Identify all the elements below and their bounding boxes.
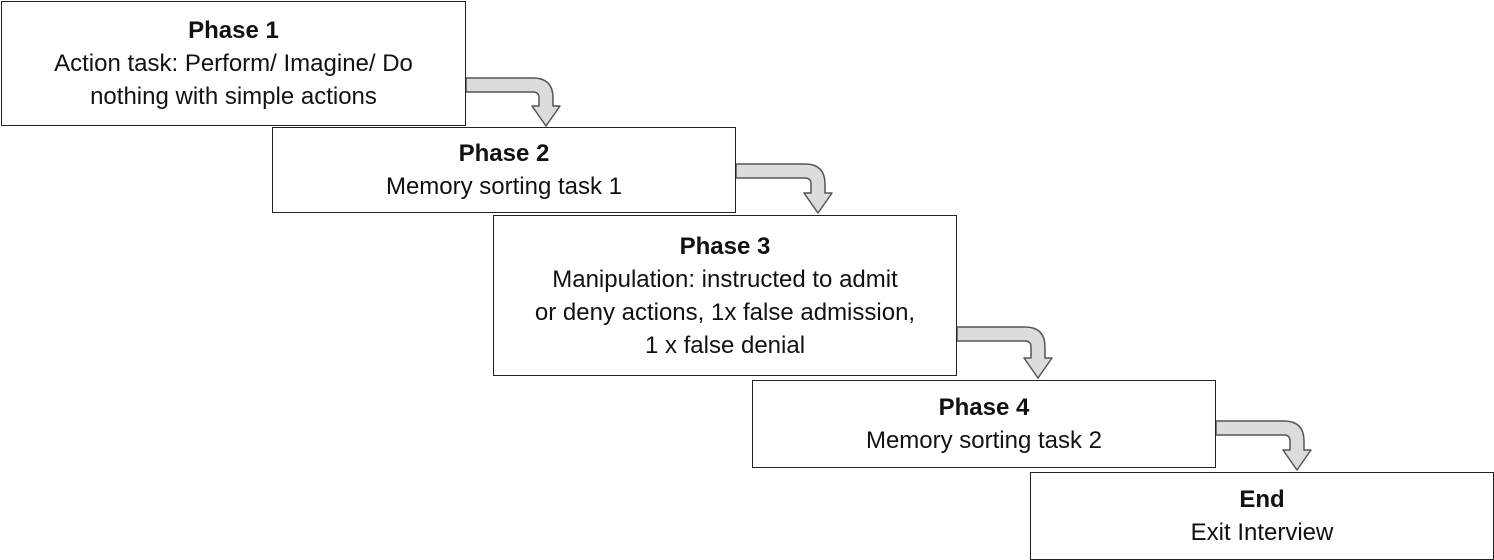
- phase-1-box: Phase 1 Action task: Perform/ Imagine/ D…: [1, 1, 466, 126]
- end-line-1: Exit Interview: [1190, 519, 1334, 546]
- end-box: End Exit Interview: [1030, 472, 1494, 560]
- phase-3-title: Phase 3: [679, 232, 771, 260]
- phase-1-title: Phase 1: [188, 17, 279, 44]
- phase-3-line-3: 1 x false denial: [644, 331, 806, 359]
- phase-2-line-1: Memory sorting task 1: [385, 173, 623, 200]
- flow-arrow-4: [1215, 420, 1312, 471]
- flow-arrow-1: [465, 77, 561, 127]
- phase-2-box: Phase 2 Memory sorting task 1: [272, 127, 736, 213]
- phase-3-line-1: Manipulation: instructed to admit: [552, 265, 898, 293]
- phase-4-box: Phase 4 Memory sorting task 2: [752, 380, 1216, 468]
- phase-4-line-1: Memory sorting task 2: [865, 427, 1103, 454]
- phase-4-title: Phase 4: [938, 394, 1030, 421]
- flow-arrow-3: [956, 326, 1053, 379]
- flow-arrow-2: [735, 163, 833, 214]
- phase-1-line-2: nothing with simple actions: [90, 83, 377, 110]
- phase-3-line-2: or deny actions, 1x false admission,: [534, 298, 916, 326]
- phase-1-line-1: Action task: Perform/ Imagine/ Do: [54, 50, 413, 77]
- phase-2-title: Phase 2: [458, 140, 550, 167]
- end-title: End: [1239, 486, 1285, 513]
- phase-3-box: Phase 3 Manipulation: instructed to admi…: [493, 215, 957, 376]
